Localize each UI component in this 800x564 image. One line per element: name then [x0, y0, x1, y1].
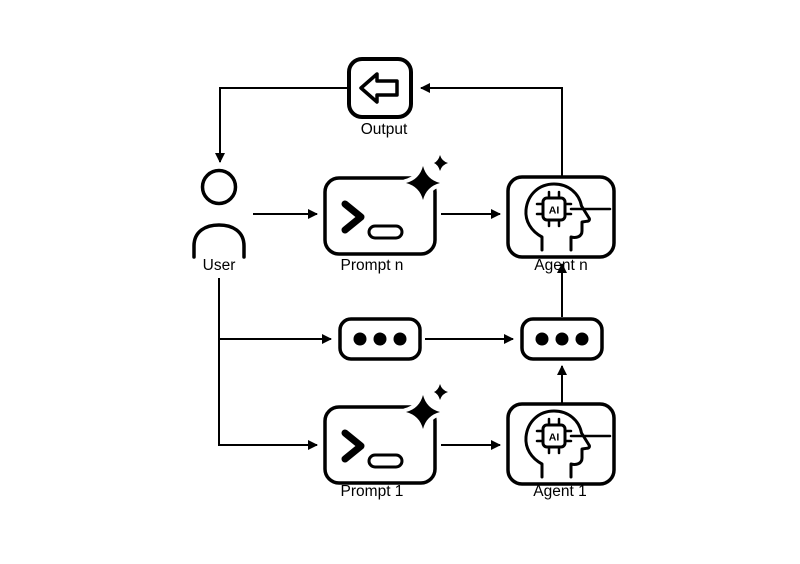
node-prompt-1: Prompt 1 [325, 384, 448, 500]
user-label: User [203, 257, 236, 274]
return-arrow-icon [347, 57, 413, 119]
edge-agent-n-to-output [420, 83, 563, 176]
edge-output-to-user [215, 87, 349, 163]
connectors [215, 83, 567, 450]
terminal-sparkle-icon [325, 155, 448, 254]
ellipsis-icon [520, 317, 604, 361]
agent-n-label: Agent n [534, 257, 587, 274]
person-icon [192, 168, 246, 259]
node-user: User [192, 168, 246, 274]
head-ai-chip-icon [506, 175, 616, 259]
terminal-sparkle-icon [325, 384, 448, 483]
prompt-n-label: Prompt n [341, 257, 404, 274]
agent-1-label: Agent 1 [533, 483, 586, 500]
edge-user-to-prompt-1 [218, 339, 318, 450]
ellipsis-icon [338, 317, 422, 361]
node-ellipsis-right [520, 317, 604, 361]
edge-user-to-ellipsis-left [218, 278, 332, 344]
node-agent-1: Agent 1 [506, 402, 616, 500]
node-agent-n: Agent n [506, 175, 616, 274]
prompt-1-label: Prompt 1 [341, 483, 404, 500]
output-label: Output [361, 121, 408, 138]
node-output: Output [347, 57, 413, 138]
node-prompt-n: Prompt n [325, 155, 448, 274]
node-ellipsis-left [338, 317, 422, 361]
head-ai-chip-icon [506, 402, 616, 486]
